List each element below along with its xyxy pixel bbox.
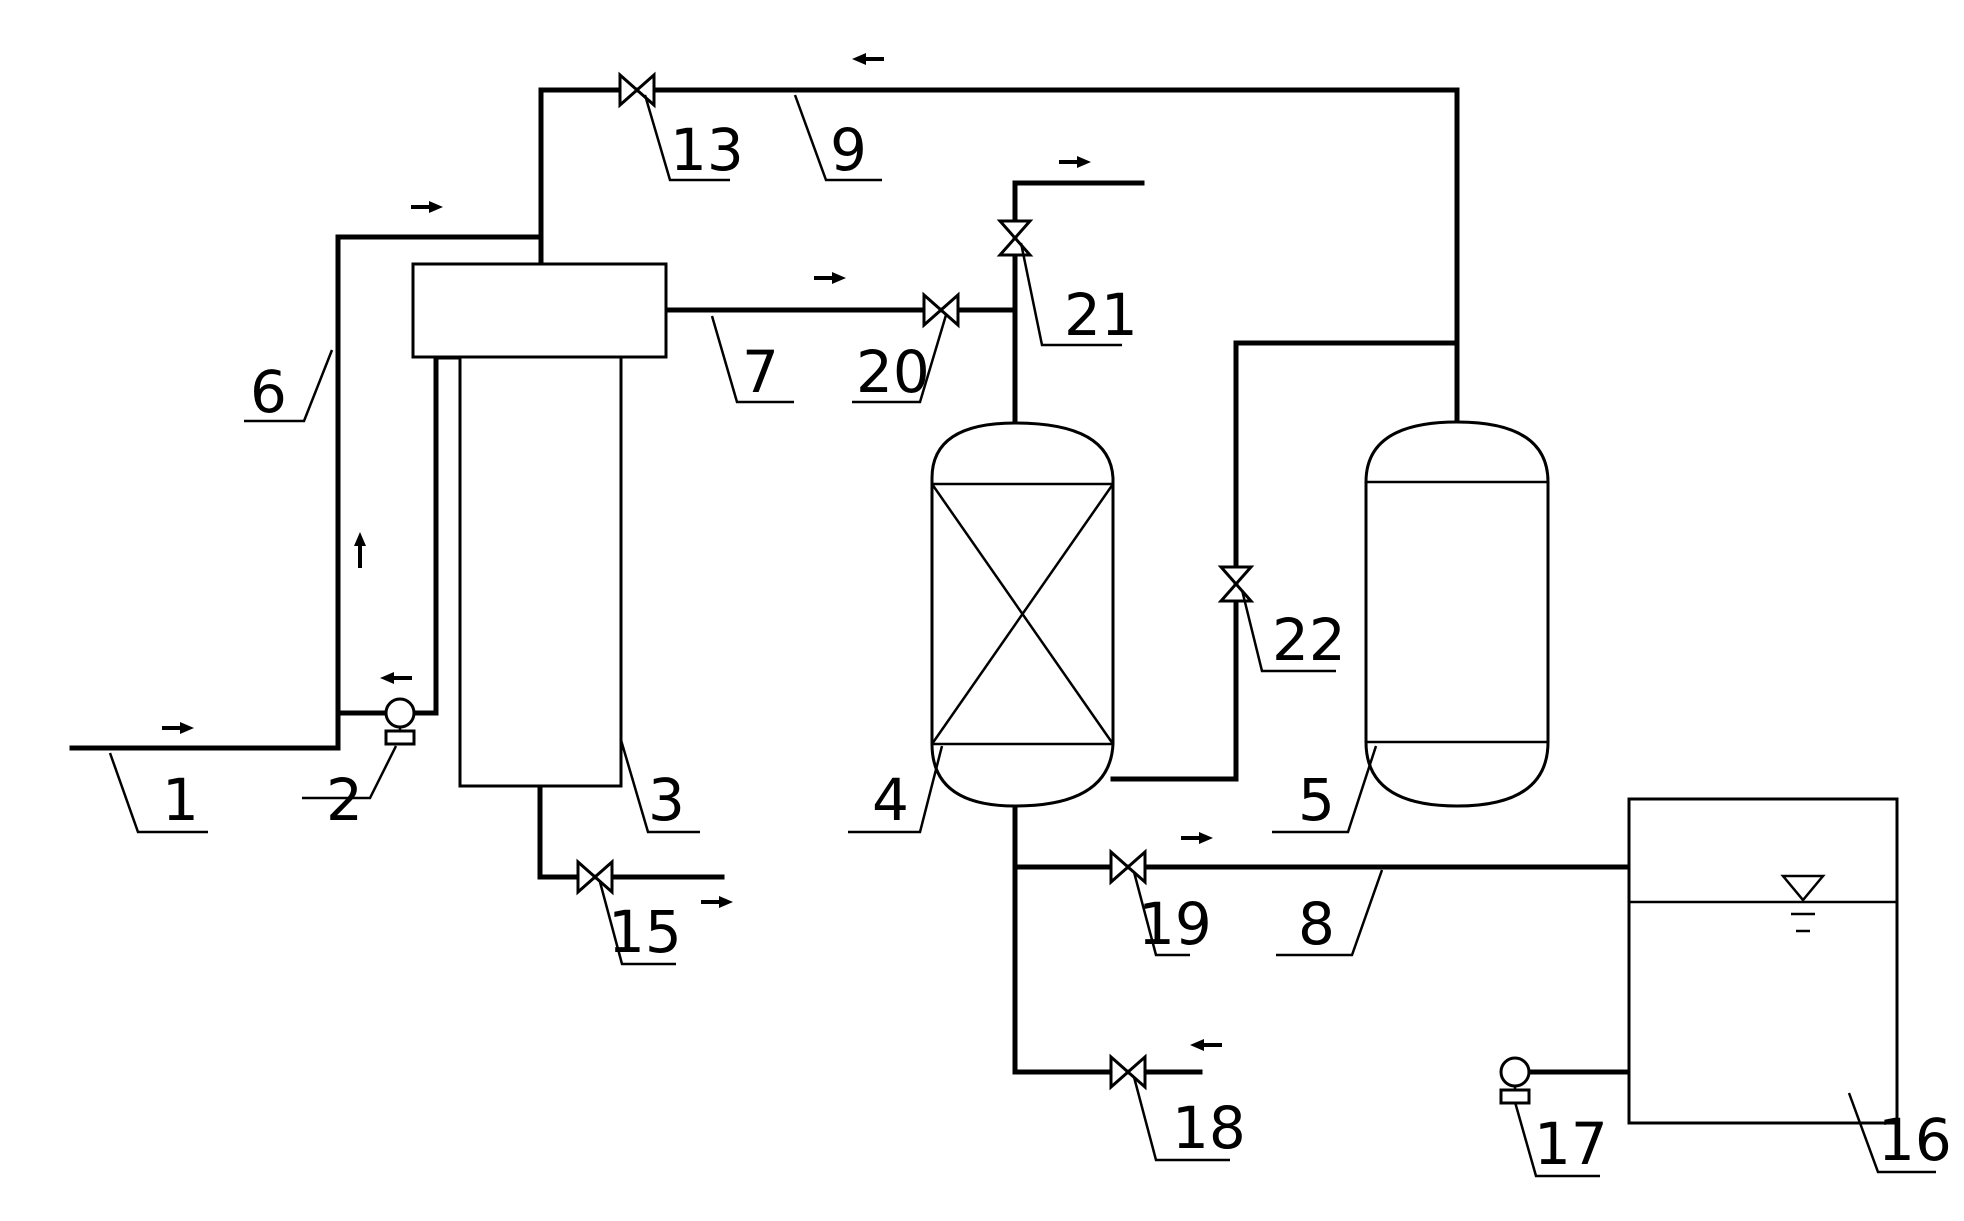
label-4: 4 bbox=[872, 766, 909, 834]
leader-lines bbox=[108, 94, 1936, 1178]
pump-2 bbox=[384, 697, 416, 746]
return-line-17 bbox=[1517, 1069, 1645, 1105]
line-7 bbox=[663, 307, 1018, 426]
label-16: 16 bbox=[1878, 1106, 1952, 1174]
label-19: 19 bbox=[1138, 890, 1212, 958]
label-7: 7 bbox=[742, 338, 779, 406]
label-1: 1 bbox=[162, 766, 199, 834]
flow-arrow-right-icon bbox=[160, 720, 196, 736]
connection-line-22 bbox=[1110, 340, 1460, 782]
flow-arrow-right-icon bbox=[1179, 830, 1215, 846]
valve-19 bbox=[1109, 850, 1147, 884]
tank-16 bbox=[1627, 797, 1899, 1125]
valve-20 bbox=[922, 293, 960, 327]
valve-18 bbox=[1109, 1055, 1147, 1089]
recycle-line-9 bbox=[538, 87, 1460, 425]
flow-arrow-up-icon bbox=[352, 530, 368, 570]
flow-arrow-right-icon bbox=[1057, 154, 1093, 170]
flow-arrow-left-icon bbox=[1188, 1037, 1224, 1053]
pump-17 bbox=[1499, 1056, 1531, 1105]
valve-15 bbox=[576, 860, 614, 894]
label-6: 6 bbox=[250, 358, 287, 426]
valve-21 bbox=[998, 219, 1032, 257]
valve-22 bbox=[1219, 565, 1253, 603]
label-21: 21 bbox=[1064, 281, 1138, 349]
vessel-5 bbox=[1364, 420, 1550, 808]
label-5: 5 bbox=[1298, 766, 1335, 834]
flow-arrow-left-icon bbox=[378, 670, 414, 686]
feed-line-1 bbox=[69, 234, 540, 751]
label-15: 15 bbox=[608, 898, 682, 966]
pump-return-line bbox=[397, 354, 463, 716]
label-13: 13 bbox=[670, 116, 744, 184]
label-22: 22 bbox=[1272, 606, 1346, 674]
label-8: 8 bbox=[1298, 890, 1335, 958]
drain-line-15 bbox=[537, 783, 725, 880]
flow-arrow-right-icon bbox=[409, 199, 445, 215]
label-2: 2 bbox=[326, 766, 363, 834]
flow-arrow-right-icon bbox=[699, 894, 735, 910]
labels: 1 2 3 4 5 6 7 8 9 13 15 16 17 18 19 20 2… bbox=[162, 116, 1952, 1178]
label-9: 9 bbox=[830, 116, 867, 184]
label-18: 18 bbox=[1172, 1094, 1246, 1162]
vent-line bbox=[1012, 180, 1145, 313]
flow-arrow-left-icon bbox=[850, 51, 886, 67]
flow-arrow-right-icon bbox=[812, 270, 848, 286]
valve-13 bbox=[618, 73, 656, 107]
label-3: 3 bbox=[648, 766, 685, 834]
reactor-4 bbox=[930, 421, 1115, 808]
label-20: 20 bbox=[856, 338, 930, 406]
column-3 bbox=[411, 262, 668, 788]
label-17: 17 bbox=[1534, 1110, 1608, 1178]
